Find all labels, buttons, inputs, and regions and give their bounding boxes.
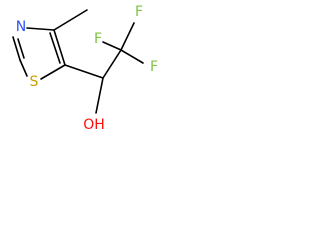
atom-fluorine-top: F bbox=[135, 4, 143, 20]
bond-c2-s1 bbox=[19, 59, 28, 77]
bond-s1-c5 bbox=[40, 64, 66, 80]
atom-fluorine-right: F bbox=[150, 59, 158, 75]
molecule-structure: N S F F F OH bbox=[0, 0, 178, 143]
atom-nitrogen: N bbox=[16, 19, 26, 35]
atom-hydroxyl: OH bbox=[83, 117, 105, 133]
bond-c5-c4-double-outer bbox=[53, 29, 66, 66]
bond-c5-c4-double-inner bbox=[49, 32, 61, 64]
molecule-drawing: N S F F F OH bbox=[12, 4, 158, 133]
bond-c4-methyl bbox=[53, 9, 88, 31]
bond-n3-c2-double-outer bbox=[12, 36, 21, 61]
bond-c4-n3 bbox=[26, 27, 55, 31]
bond-c5-chiral-carbon bbox=[64, 64, 104, 79]
atom-sulfur: S bbox=[30, 74, 39, 90]
bond-cf3-f-left bbox=[102, 41, 122, 51]
bond-chiral-carbon-cf3 bbox=[102, 49, 122, 79]
bond-cf3-f-top bbox=[120, 22, 135, 51]
bond-cf3-f-right bbox=[120, 49, 144, 64]
atom-fluorine-left: F bbox=[94, 31, 102, 47]
bond-chiral-carbon-oh bbox=[95, 77, 104, 114]
bond-n3-c2-double-inner bbox=[17, 38, 25, 59]
